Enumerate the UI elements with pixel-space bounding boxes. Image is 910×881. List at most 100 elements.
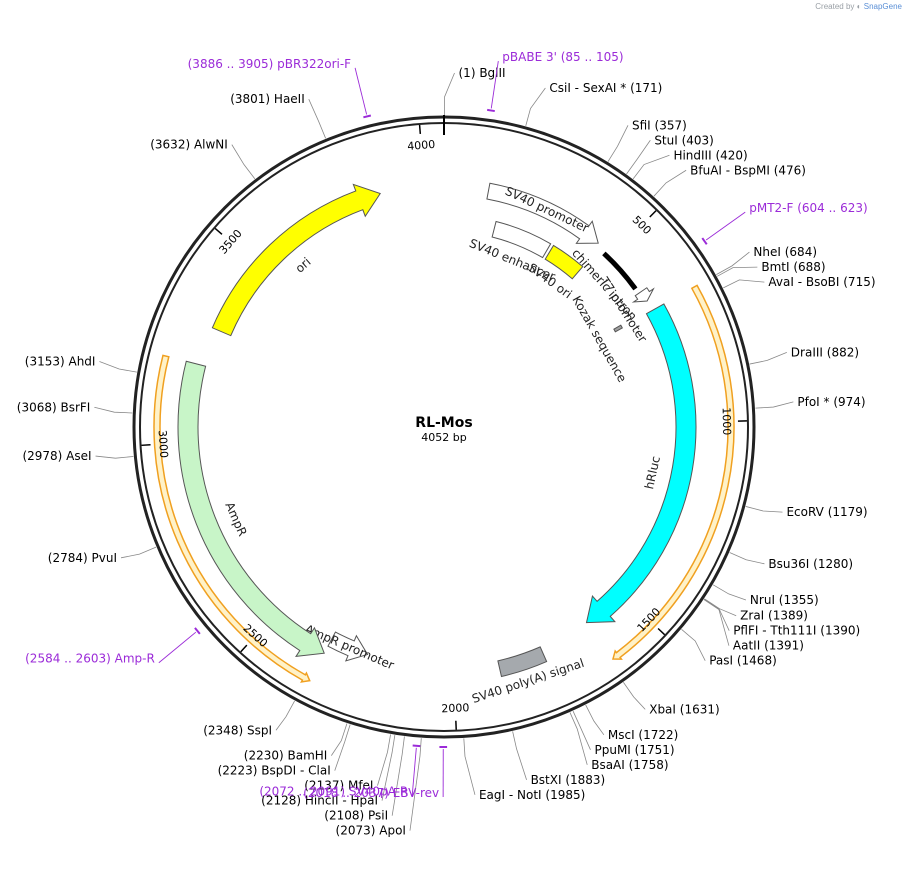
amp-r-primer-name: Amp-R	[115, 652, 155, 666]
pflfi-tth111i-site-line	[703, 598, 730, 631]
bsaai-site-label: BsaAI (1758)	[591, 758, 668, 772]
sspi-site-label: (2348) SspI	[203, 723, 272, 737]
pmt2-f-primer-label: pMT2-F (604 .. 623)	[749, 201, 867, 215]
ebv-rev-primer-name: EBV-rev	[393, 786, 439, 800]
t7-promoter-feature	[631, 287, 655, 303]
bmti-site-line	[717, 266, 758, 277]
pvui-site-line	[120, 546, 157, 559]
zrai-site-label: ZraI (1389)	[740, 609, 808, 623]
mfei-site-label: (2137) MfeI	[304, 779, 373, 793]
sv40pa-r-primer-name: SV40pA-R	[349, 785, 408, 799]
bsaai-site-line	[569, 712, 588, 765]
zrai-site-line	[704, 598, 737, 617]
mfei-site-line	[377, 734, 391, 786]
asei-site-line	[95, 455, 134, 459]
pmt2-f-primer-mark	[701, 237, 708, 245]
hrluc-orf-band	[612, 284, 735, 660]
bfuai-bspmi-site-line	[653, 169, 687, 197]
sfii-site-line	[607, 125, 629, 162]
psii-site-line	[391, 736, 405, 816]
msci-site-label: MscI (1722)	[608, 728, 678, 742]
pbr322ori-f-primer-line	[354, 67, 368, 115]
avai-bsobi-site-label: AvaI - BsoBI (715)	[768, 275, 875, 289]
credit-brand: SnapGene	[863, 2, 902, 11]
csii-sexai-site-label: CsiI - SexAI * (171)	[549, 81, 662, 95]
stui-site-label: StuI (403)	[654, 133, 714, 147]
bglii-site-label: (1) BglII	[459, 66, 506, 80]
ahdi-site-line	[99, 361, 137, 373]
bamhi-site-line	[331, 723, 348, 756]
apoi-site-line	[409, 738, 422, 831]
asei-site-label: (2978) AseI	[22, 449, 91, 463]
bspdi-clai-site-label: (2223) BspDI - ClaI	[218, 764, 331, 778]
sv40pa-r-primer-line	[411, 747, 417, 796]
ebv-rev-primer-range: (2018 .. 2037)	[303, 786, 393, 800]
hindiii-site-line	[632, 154, 670, 180]
apoi-site-label: (2073) ApoI	[336, 824, 406, 838]
pmt2-f-primer-name: pMT2-F	[749, 201, 797, 215]
eagi-noti-site-label: EagI - NotI (1985)	[479, 788, 585, 802]
bstxi-site-line	[512, 731, 527, 780]
amp-r-primer-mark	[194, 627, 201, 635]
sv40-promoter-feature	[486, 182, 599, 244]
pbabe-3-primer-label: pBABE 3' (85 .. 105)	[502, 50, 623, 64]
credit-prefix: Created by	[815, 2, 855, 11]
hrluc-label: hRluc	[642, 455, 663, 491]
haeii-site-label: (3801) HaeII	[230, 92, 305, 106]
pbabe-3-primer-line	[490, 60, 499, 109]
sv40-enhancer-feature	[491, 220, 552, 259]
draiii-site-line	[749, 352, 787, 365]
pbabe-3-primer-mark	[487, 108, 495, 113]
primer-layer: pBABE 3' (85 .. 105) pMT2-F (604 .. 623) (…	[25, 50, 868, 800]
amp-r-primer-line	[158, 631, 197, 664]
tick-4000	[418, 124, 422, 135]
tick-1500	[657, 627, 666, 636]
nhei-site-label: NheI (684)	[753, 245, 817, 259]
sv40pa-r-primer-label: (2072 .. 2091) SV40pA-R	[259, 785, 408, 799]
ecorv-site-line	[745, 506, 783, 513]
xbai-site-label: XbaI (1631)	[649, 702, 719, 716]
sv40-ori-feature	[544, 244, 584, 280]
ampr-feature	[177, 360, 325, 658]
psii-site-label: (2108) PsiI	[324, 809, 388, 823]
alwni-site-label: (3632) AlwNI	[150, 138, 228, 152]
tick-3000	[141, 444, 151, 447]
sv40pa-r-primer-mark	[412, 744, 421, 748]
tick-label-1000: 1000	[720, 407, 734, 435]
bglii-site-line	[444, 72, 455, 116]
ampr-orf-band	[153, 354, 311, 683]
draiii-site-label: DraIII (882)	[791, 345, 859, 359]
pbabe-3-primer-range: (85 .. 105)	[561, 50, 624, 64]
alwni-site-line	[231, 144, 256, 180]
ori-label: ori	[293, 255, 314, 276]
amp-r-primer-range: (2584 .. 2603)	[25, 652, 115, 666]
bsrfi-site-line	[94, 406, 133, 414]
ppumi-site-line	[572, 710, 591, 750]
ampr-label: AmpR	[222, 500, 249, 538]
pasi-site-line	[681, 629, 706, 661]
ebv-rev-primer-label: (2018 .. 2037) EBV-rev	[303, 786, 439, 800]
pasi-site-label: PasI (1468)	[709, 654, 777, 668]
aatii-site-label: AatII (1391)	[733, 639, 804, 653]
bmti-site-label: BmtI (688)	[761, 260, 825, 274]
nhei-site-line	[716, 251, 750, 275]
ampr-promoter-feature	[327, 631, 369, 662]
hincii-hpai-site-label: (2128) HincII - HpaI	[261, 794, 378, 808]
bsu36i-site-label: Bsu36I (1280)	[768, 557, 853, 571]
ppumi-site-label: PpuMI (1751)	[594, 743, 674, 757]
bsrfi-site-label: (3068) BsrFI	[17, 400, 91, 414]
pfoi-site-line	[755, 401, 794, 409]
sv40pa-r-primer-range: (2072 .. 2091)	[259, 785, 349, 799]
pbabe-3-primer-name: pBABE 3'	[502, 50, 560, 64]
sspi-site-line	[275, 700, 295, 731]
pbr322ori-f-primer-mark	[363, 114, 372, 119]
chimeric-intron-feature	[602, 251, 638, 291]
ori-feature	[211, 183, 381, 337]
sfii-site-label: SfiI (357)	[632, 118, 687, 132]
bspdi-clai-site-line	[334, 724, 351, 771]
pbr322ori-f-primer-range: (3886 .. 3905)	[188, 57, 278, 71]
pflfi-tth111i-site-label: PflFI - Tth111I (1390)	[733, 624, 860, 638]
bstxi-site-label: BstXI (1883)	[531, 773, 606, 787]
msci-site-line	[585, 704, 605, 736]
